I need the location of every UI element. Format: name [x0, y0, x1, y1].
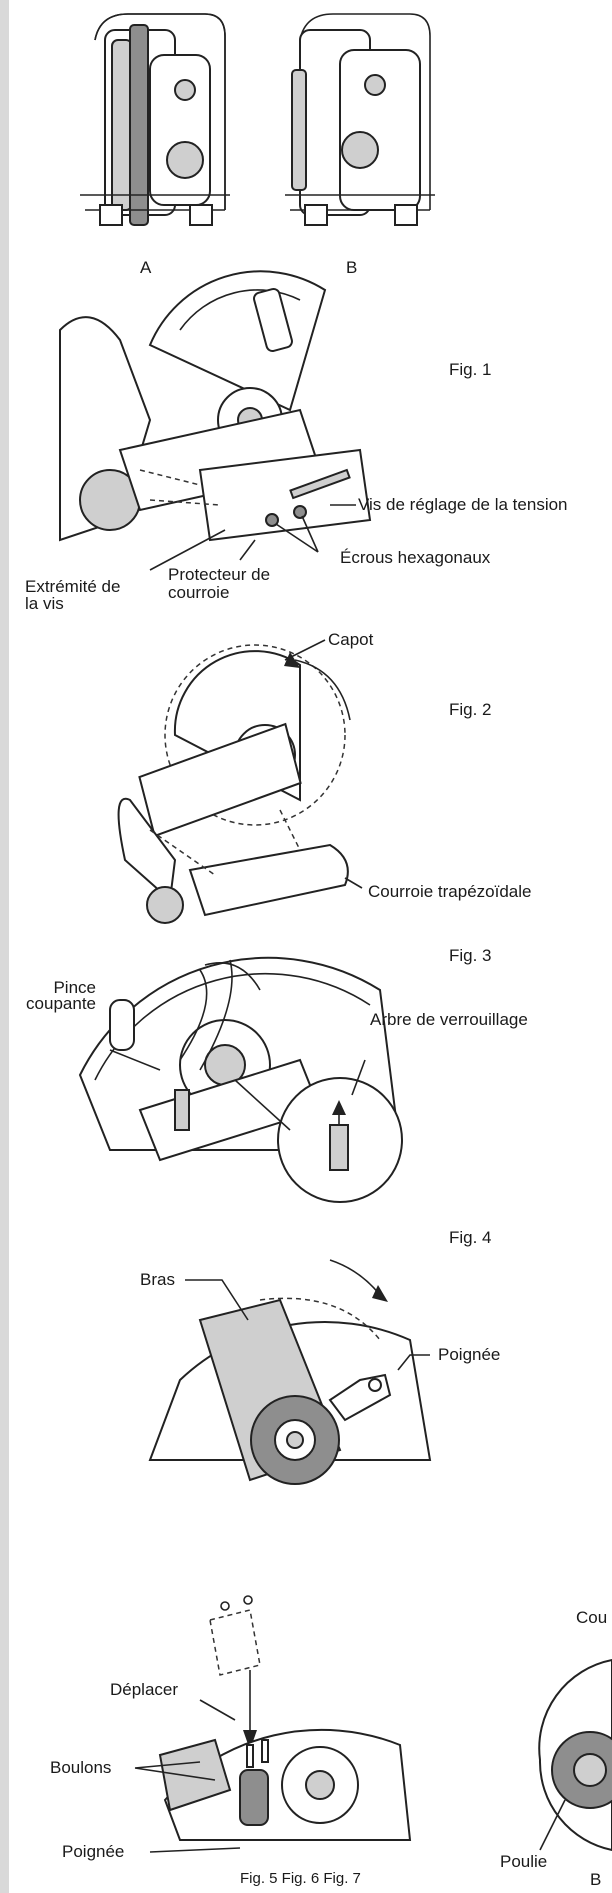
label-pliers: Pince coupante: [26, 978, 96, 1013]
fig2-caption: Fig. 2: [449, 700, 492, 719]
label-belt-guard: Protecteur de courroie: [168, 565, 271, 602]
fig2-cover-drawing: [117, 639, 363, 924]
label-b-cut: B: [590, 1870, 602, 1889]
fig4-arm-drawing: [148, 1259, 432, 1485]
label-bolts: Boulons: [50, 1758, 112, 1777]
label-cou-cut: Cou: [576, 1608, 608, 1627]
fig1-caption: Fig. 1: [449, 360, 492, 379]
fig3-caption: Fig. 3: [449, 946, 492, 965]
panel-label-b: B: [346, 258, 358, 277]
label-hex-nuts: Écrous hexagonaux: [340, 548, 491, 567]
cutter-front-view-b: [285, 13, 435, 226]
fig4-caption: Fig. 4: [449, 1228, 492, 1247]
label-cover: Capot: [328, 630, 374, 649]
label-handle-fig5: Poignée: [62, 1842, 125, 1861]
label-move: Déplacer: [110, 1680, 179, 1699]
page-edge-strip: [0, 0, 9, 1893]
label-handle-fig4: Poignée: [438, 1345, 501, 1364]
panel-label-a: A: [140, 258, 152, 277]
fig6-pulley-fragment: [538, 1658, 612, 1852]
label-pulley: Poulie: [500, 1852, 548, 1871]
label-tension-screw: Vis de réglage de la tension: [358, 495, 568, 514]
label-v-belt: Courroie trapézoïdale: [368, 882, 532, 901]
fig3-lock-shaft-drawing: [78, 956, 403, 1203]
label-arm: Bras: [140, 1270, 175, 1289]
label-screw-end: Extrémité de la vis: [25, 577, 121, 613]
fig5-handle-move-drawing: [134, 1595, 412, 1853]
footer-caption: Fig. 5 Fig. 6 Fig. 7: [240, 1870, 361, 1887]
label-lock-shaft: Arbre de verrouillage: [370, 1010, 528, 1029]
fig1-belt-guard-drawing: [59, 270, 372, 571]
cutter-front-view-a: [80, 13, 230, 226]
